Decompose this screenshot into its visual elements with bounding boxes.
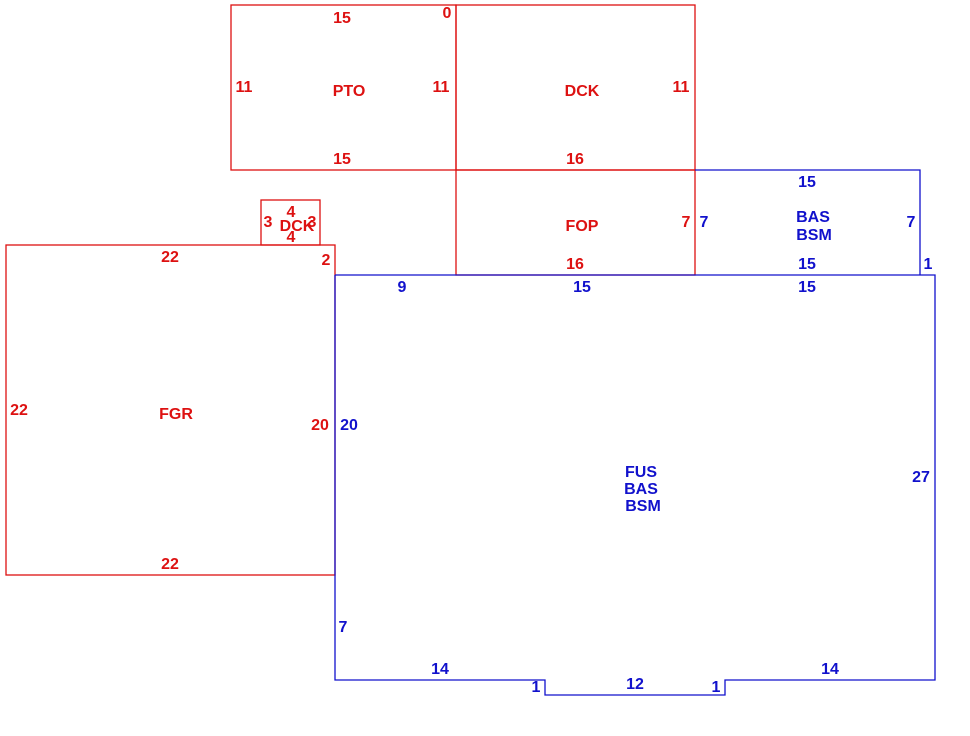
dim-fgr-bottom: 22: [161, 556, 179, 573]
fus-label-line1: FUS: [625, 464, 657, 481]
dim-fgr-right: 20: [311, 417, 329, 434]
dck-small-label: DCK: [280, 218, 315, 235]
dim-pto-bottom: 15: [333, 151, 351, 168]
dim-pto-left: 11: [236, 79, 253, 96]
bas-outline: [695, 169, 921, 275]
fus-label-line2: BAS: [624, 481, 658, 498]
dim-fus-top-b: 15: [573, 279, 591, 296]
dim-fus-step-left: 1: [532, 679, 541, 696]
dim-dck-small-left: 3: [264, 214, 273, 231]
dim-fop-bottom: 16: [566, 256, 584, 273]
dim-fgr-corner: 2: [322, 252, 331, 269]
dim-bas-corner: 1: [924, 256, 933, 273]
dim-pto-zero: 0: [443, 5, 452, 22]
dim-fop-right: 7: [682, 214, 691, 231]
dim-fus-bottom-left: 14: [431, 661, 449, 678]
dim-bas-top: 15: [798, 174, 816, 191]
pto-label: PTO: [333, 83, 366, 100]
dim-fus-top-a: 9: [398, 279, 407, 296]
dim-fgr-top: 22: [161, 249, 179, 266]
dim-bas-bottom: 15: [798, 256, 816, 273]
dim-dck-small-right: 3: [308, 214, 317, 231]
dim-fgr-left: 22: [10, 402, 28, 419]
dim-dck-right: 11: [673, 79, 690, 96]
dim-fus-bottom-mid: 12: [626, 676, 644, 693]
dim-fus-left: 20: [340, 417, 358, 434]
dim-fus-top-c: 15: [798, 279, 816, 296]
dim-dck-small-bottom: 4: [287, 229, 296, 246]
fop-label: FOP: [566, 218, 599, 235]
dim-bas-right: 7: [907, 214, 916, 231]
fus-label-line3: BSM: [625, 498, 661, 515]
dim-fus-right: 27: [912, 469, 930, 486]
dim-dck-small-top: 4: [287, 204, 296, 221]
dck-label: DCK: [565, 83, 600, 100]
dim-dck-bottom: 16: [566, 151, 584, 168]
dim-bas-left: 7: [700, 214, 709, 231]
dim-pto-right: 11: [433, 79, 450, 96]
fgr-label: FGR: [159, 406, 193, 423]
dim-fus-left-low: 7: [339, 619, 348, 636]
dim-fus-bottom-right: 14: [821, 661, 839, 678]
dim-pto-top: 15: [333, 10, 351, 27]
bas-label-line1: BAS: [796, 209, 830, 226]
bas-label-line2: BSM: [796, 227, 832, 244]
fus-outline: [334, 274, 936, 696]
dim-fus-step-right: 1: [712, 679, 721, 696]
